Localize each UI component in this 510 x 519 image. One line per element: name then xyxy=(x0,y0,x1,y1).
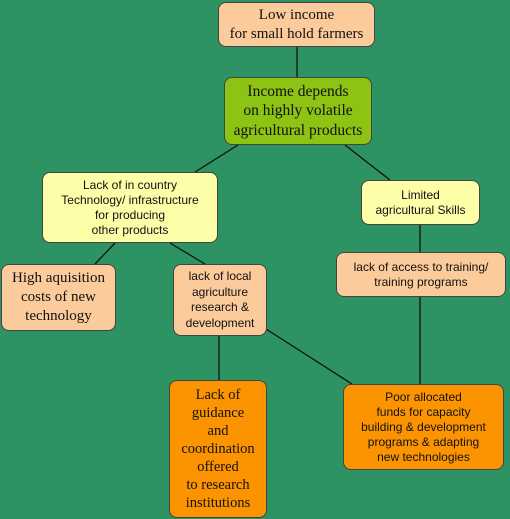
edge-lack-technology-to-high-acquisition xyxy=(94,242,116,265)
node-lack-training: lack of access to training/ training pro… xyxy=(336,252,506,297)
node-lack-research: lack of local agriculture research & dev… xyxy=(173,264,267,336)
node-income-depends: Income depends on highly volatile agricu… xyxy=(224,77,372,145)
node-low-income: Low income for small hold farmers xyxy=(218,2,375,47)
node-lack-technology: Lack of in country Technology/ infrastru… xyxy=(42,172,218,243)
node-lack-guidance: Lack of guidance and coordination offere… xyxy=(169,380,267,518)
edge-income-depends-to-limited-skills xyxy=(344,144,391,181)
edge-income-depends-to-lack-technology xyxy=(194,144,239,173)
node-limited-skills: Limited agricultural Skills xyxy=(361,180,480,225)
node-poor-funds: Poor allocated funds for capacity buildi… xyxy=(343,384,504,470)
node-high-acquisition: High aquisition costs of new technology xyxy=(1,264,116,331)
edge-lack-research-to-poor-funds xyxy=(265,328,353,385)
edge-lack-technology-to-lack-research xyxy=(169,242,206,265)
